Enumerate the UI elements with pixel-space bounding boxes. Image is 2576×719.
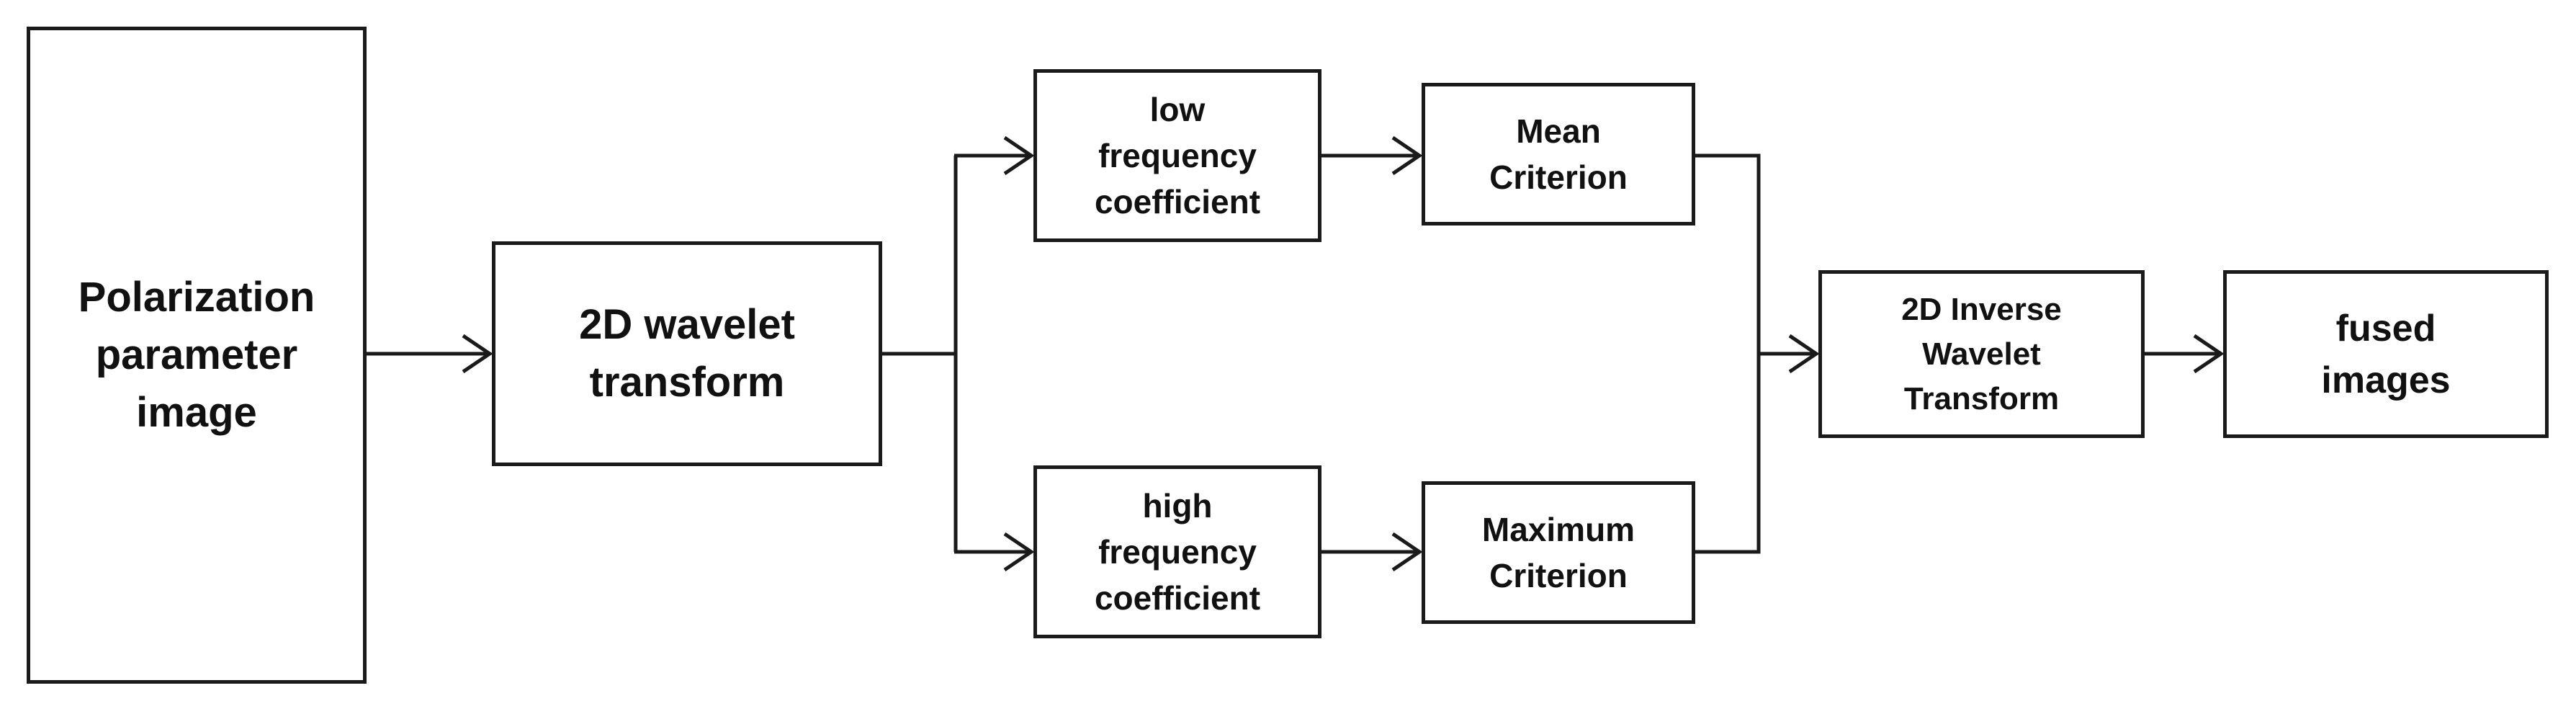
high-frequency-coefficient-node: high frequency coefficient [1033,465,1321,638]
edge-maximum-to-merge [1695,354,1761,554]
fused-images-node: fused images [2223,270,2549,438]
fused-images-label: fused images [2321,307,2451,401]
mean-criterion-label: Mean Criterion [1489,112,1628,196]
polarization-parameter-image-label: Polarization parameter image [78,274,315,436]
high-frequency-coefficient-label: high frequency coefficient [1094,487,1261,617]
low-frequency-coefficient-label: low frequency coefficient [1094,91,1261,220]
arrowhead-into-fused [2193,334,2225,374]
arrowhead-into-mean [1391,135,1423,176]
edge-mean-to-merge [1695,153,1761,354]
maximum-criterion-node: Maximum Criterion [1422,481,1695,624]
arrowhead-into-wavelet [462,334,493,374]
arrowhead-into-maximum [1391,532,1423,572]
low-frequency-coefficient-node: low frequency coefficient [1033,69,1321,242]
arrowhead-into-high-frequency [1003,532,1035,572]
inverse-wavelet-transform-label: 2D Inverse Wavelet Transform [1901,291,2062,416]
inverse-wavelet-transform-node: 2D Inverse Wavelet Transform [1818,270,2145,438]
polarization-parameter-image-node: Polarization parameter image [27,27,367,684]
wavelet-transform-label: 2D wavelet transform [579,301,795,406]
wavelet-transform-node: 2D wavelet transform [492,241,882,466]
arrowhead-into-inverse [1788,334,1820,374]
mean-criterion-node: Mean Criterion [1422,83,1695,225]
maximum-criterion-label: Maximum Criterion [1481,511,1635,594]
arrowhead-into-low-frequency [1003,135,1035,176]
